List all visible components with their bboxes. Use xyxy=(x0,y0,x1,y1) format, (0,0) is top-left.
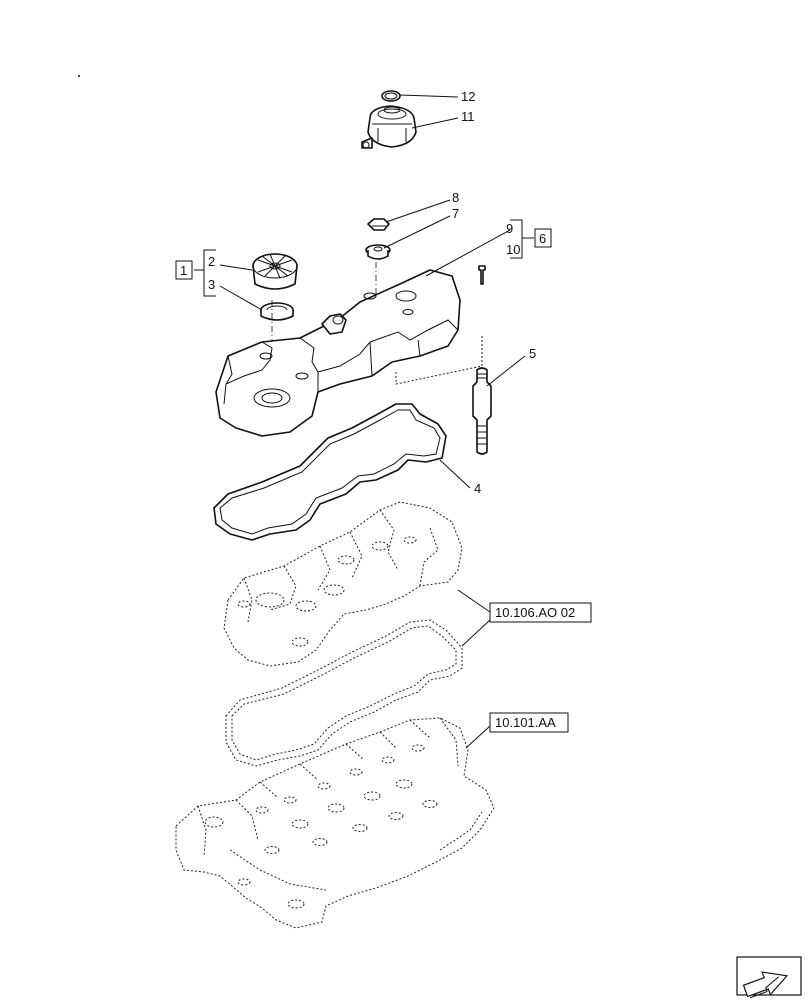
callout-9: 9 xyxy=(506,221,513,236)
kit-box-6 xyxy=(534,228,552,248)
axis-line-stud xyxy=(395,336,483,385)
breather-valve-11 xyxy=(367,105,417,148)
callout-7: 7 xyxy=(452,206,459,221)
bolt-washer-stack xyxy=(365,218,391,260)
callout-12: 12 xyxy=(461,89,475,104)
ghost-cylinder-head xyxy=(175,717,495,929)
oil-filler-cap xyxy=(252,253,298,321)
callout-8: 8 xyxy=(452,190,459,205)
next-page-arrow-icon[interactable] xyxy=(736,956,802,1000)
callout-3: 3 xyxy=(208,277,215,292)
valve-cover xyxy=(215,269,461,437)
callout-1: 1 xyxy=(180,263,187,278)
ref-box-head-cover[interactable] xyxy=(489,602,592,623)
ref-cylinder-head[interactable]: 10.101.AA xyxy=(495,715,556,730)
screw-10 xyxy=(478,265,486,285)
callout-10: 10 xyxy=(506,242,520,257)
callout-2: 2 xyxy=(208,254,215,269)
callout-6: 6 xyxy=(539,231,546,246)
ref-box-cylinder-head[interactable] xyxy=(489,712,569,733)
stray-mark xyxy=(78,75,80,77)
stud-5 xyxy=(472,367,492,455)
ghost-head-cover xyxy=(223,501,463,667)
callout-11: 11 xyxy=(461,109,475,124)
ref-head-cover[interactable]: 10.106.AO 02 xyxy=(495,605,575,620)
leader-lines xyxy=(194,94,534,749)
nut-8 xyxy=(367,218,390,231)
callout-4: 4 xyxy=(474,481,481,496)
callout-5: 5 xyxy=(529,346,536,361)
breather-assembly xyxy=(361,90,417,149)
gasket-4 xyxy=(213,403,447,541)
ghost-head-gasket xyxy=(225,619,463,767)
kit-box-1 xyxy=(175,260,193,280)
